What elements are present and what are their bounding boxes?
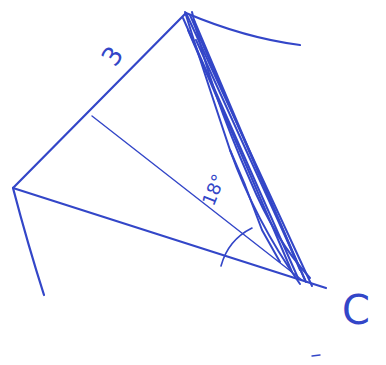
side-length: 3 (97, 42, 128, 70)
point-label: C (342, 290, 370, 330)
left-tail (13, 188, 44, 295)
hatched-edge (183, 12, 312, 286)
dash-mark (312, 355, 320, 356)
angle-arc (221, 228, 252, 266)
left-edge (13, 13, 186, 188)
angle-label: 18° (200, 172, 229, 208)
